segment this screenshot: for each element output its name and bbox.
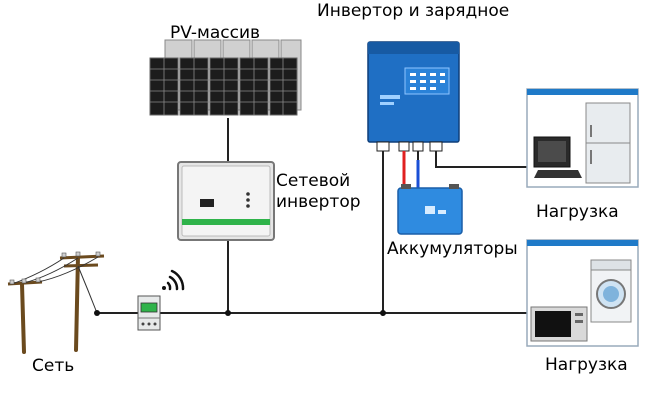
pv-array-label: PV-массив: [170, 23, 260, 43]
batteries: [397, 184, 463, 235]
grid-inverter-label-line2: инвертор: [276, 192, 361, 212]
inverter-charger-label: Инвертор и зарядное: [317, 1, 509, 21]
wiring: [97, 118, 527, 314]
load-top: [526, 88, 639, 188]
inverter-charger: [367, 41, 460, 152]
grid-inverter-label-line1: Сетевой: [276, 171, 350, 191]
utility-pole-icon: [7, 251, 105, 354]
load-top-label: Нагрузка: [536, 202, 619, 222]
grid-inverter: [177, 161, 275, 241]
energy-meter-icon: [137, 295, 161, 331]
wifi-icon: [162, 269, 185, 291]
grid-label: Сеть: [32, 356, 74, 376]
load-bottom-label: Нагрузка: [545, 355, 628, 375]
junctions: [94, 310, 386, 316]
pv-array: [149, 39, 302, 116]
batteries-label: Аккумуляторы: [387, 239, 518, 259]
load-bottom: [526, 239, 639, 347]
dc-cables: [402, 151, 420, 188]
